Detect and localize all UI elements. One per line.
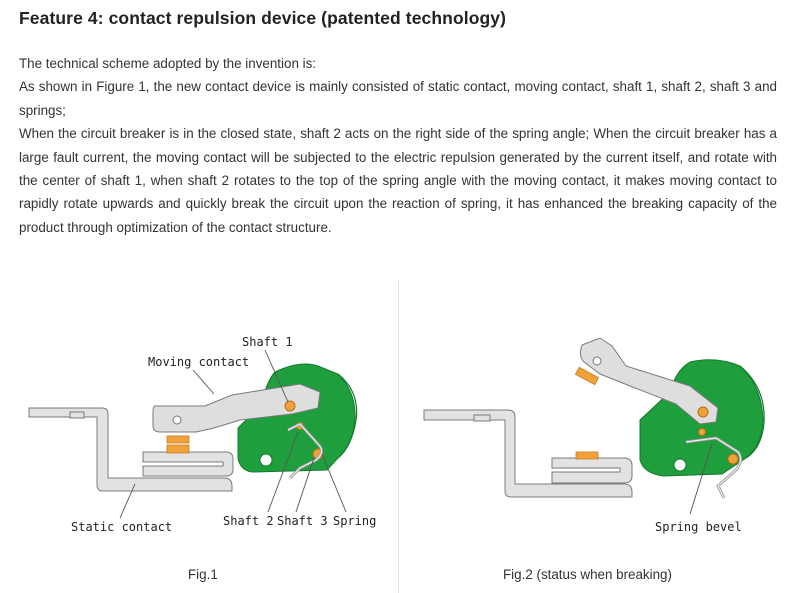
fig2-moving-contact [579,337,719,425]
figures-diagram: Shaft 1 Moving contact Static contact Sh… [28,335,765,534]
fig1-moving-contact [152,383,321,433]
fig1-caption: Fig.1 [188,567,218,582]
fig2-label-spring-bevel: Spring bevel [655,520,742,534]
fig2-caption: Fig.2 (status when breaking) [503,567,672,582]
fig2-shaft1 [697,406,709,418]
paragraph-intro: The technical scheme adopted by the inve… [19,56,317,71]
paragraph-operation: When the circuit breaker is in the close… [19,126,777,235]
fig1-diagram: Shaft 1 Moving contact Static contact Sh… [28,335,376,534]
fig1-static-contact-tip [166,444,190,454]
fig1-label-static-contact: Static contact [71,520,172,534]
figure-divider [398,280,399,593]
fig2-shaft2 [698,428,706,436]
fig1-label-shaft2: Shaft 2 [223,514,274,528]
page-title: Feature 4: contact repulsion device (pat… [19,8,507,28]
fig2-shaft3 [727,453,739,465]
fig1-label-moving-contact: Moving contact [148,355,249,369]
fig1-shaft1 [284,400,296,412]
fig1-static-contact [28,407,234,492]
fig2-static-contact [423,409,633,498]
fig2-moving-contact-tip [574,366,600,386]
fig2-static-contact-tip [575,451,599,460]
fig1-label-shaft1: Shaft 1 [242,335,293,349]
fig1-label-spring: Spring [333,514,376,528]
description: The technical scheme adopted by the inve… [19,52,777,239]
paragraph-composition: As shown in Figure 1, the new contact de… [19,79,777,118]
fig2-diagram: Spring bevel [423,337,765,534]
fig1-label-shaft3: Shaft 3 [277,514,328,528]
